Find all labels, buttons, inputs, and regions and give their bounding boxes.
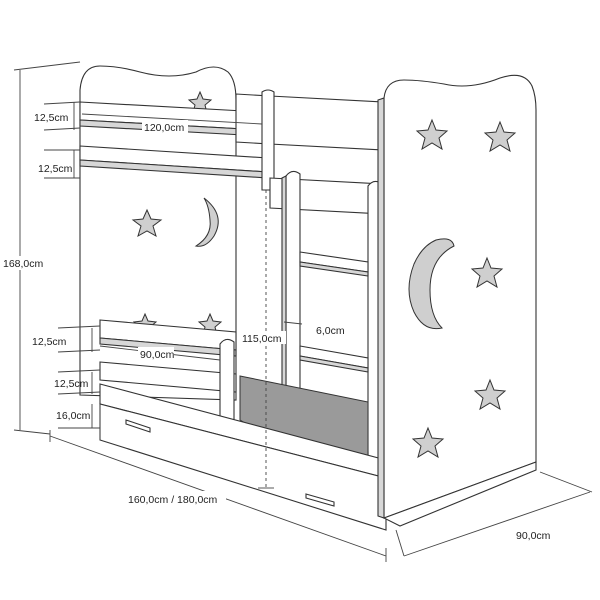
star-icon — [415, 118, 449, 151]
dim-lower-rail: 12,5cm — [54, 369, 101, 395]
upper-guard-length-label: 120,0cm — [144, 122, 185, 134]
lower-guard-height-label: 12,5cm — [32, 336, 67, 348]
dim-guard-top: 12,5cm — [34, 101, 81, 131]
star-icon — [131, 208, 163, 238]
length-label: 160,0cm / 180,0cm — [128, 494, 218, 506]
lower-rail-height-label: 12,5cm — [54, 378, 89, 390]
lower-bunk — [99, 319, 387, 479]
dimension-annotations: 168,0cm 12,5cm 120,0cm 12,5cm 12,5c — [1, 61, 593, 562]
dim-lower-guard: 12,5cm — [32, 325, 101, 353]
drawer — [99, 403, 387, 531]
crescent-moon-icon — [408, 238, 455, 330]
guard-top-height-label: 12,5cm — [34, 112, 69, 124]
drawer-height-label: 16,0cm — [56, 410, 91, 422]
dim-drawer-height: 16,0cm — [56, 404, 100, 429]
star-icon — [470, 256, 504, 289]
dim-guard-second: 12,5cm — [38, 149, 80, 179]
drawer-handle — [305, 493, 335, 507]
overall-height-label: 168,0cm — [3, 258, 44, 270]
width-label: 90,0cm — [516, 530, 551, 542]
dim-upper-guard-length: 120,0cm — [81, 113, 263, 134]
ladder-depth-label: 6,0cm — [316, 325, 345, 337]
guard-second-height-label: 12,5cm — [38, 163, 73, 175]
lower-guard-length-label: 90,0cm — [140, 349, 175, 361]
dim-length: 160,0cm / 180,0cm — [49, 430, 387, 562]
star-icon — [473, 378, 507, 411]
star-icon — [483, 120, 517, 153]
star-icon — [411, 426, 445, 459]
dim-overall-height: 168,0cm — [1, 61, 81, 435]
crescent-moon-icon — [194, 197, 219, 247]
dim-ladder-depth: 6,0cm — [283, 321, 345, 337]
dim-lower-guard-length: 90,0cm — [99, 345, 221, 361]
right-headboard-panel — [377, 74, 537, 527]
clearance-height-label: 115,0cm — [242, 333, 282, 345]
dim-clearance: 115,0cm — [240, 190, 286, 489]
dim-width: 90,0cm — [395, 471, 593, 557]
drawer-handle — [125, 419, 151, 433]
